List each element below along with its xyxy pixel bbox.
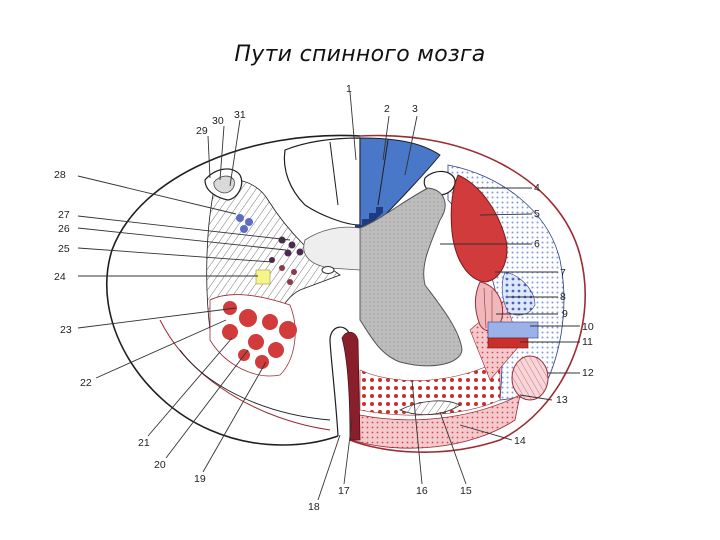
- label-6: 6: [534, 238, 540, 250]
- grey-matter-right: [359, 187, 463, 367]
- left-dorsal-tracts: [236, 214, 304, 285]
- label-29: 29: [196, 125, 208, 137]
- label-7: 7: [560, 267, 566, 279]
- label-18: 18: [308, 501, 320, 513]
- label-21: 21: [138, 437, 150, 449]
- yellow-tract: [255, 269, 271, 285]
- dorsal-spinocerebellar-tract: [450, 174, 508, 283]
- label-1: 1: [346, 83, 352, 95]
- leader-lines: [77, 91, 580, 501]
- anterior-corticospinal-tract: [341, 331, 361, 441]
- ventral-red-dotted-field: [359, 359, 501, 416]
- central-canal: [321, 266, 335, 274]
- dorsal-column-left: [283, 137, 361, 226]
- label-2: 2: [384, 103, 390, 115]
- diagram-labels: 1 2 3 4 5 6 7 8 9 10 11 12 13 14 15 16 1…: [54, 83, 594, 513]
- slide-title: Пути спинного мозга: [234, 42, 486, 67]
- label-9: 9: [562, 308, 568, 320]
- label-24: 24: [54, 271, 66, 283]
- label-13: 13: [556, 394, 568, 406]
- label-28: 28: [54, 169, 66, 181]
- label-22: 22: [80, 377, 92, 389]
- label-23: 23: [60, 324, 72, 336]
- label-14: 14: [514, 435, 526, 447]
- label-3: 3: [412, 103, 418, 115]
- label-10: 10: [582, 321, 594, 333]
- left-ventral-tracts: [209, 294, 297, 377]
- vestibulospinal-tract: [511, 355, 549, 401]
- ventral-pink-field: [351, 394, 521, 449]
- label-20: 20: [154, 459, 166, 471]
- label-4: 4: [534, 182, 540, 194]
- label-25: 25: [58, 243, 70, 255]
- label-27: 27: [58, 209, 70, 221]
- label-11: 11: [582, 336, 593, 348]
- label-31: 31: [234, 109, 246, 121]
- label-17: 17: [338, 485, 350, 497]
- label-16: 16: [416, 485, 428, 497]
- dorsal-column-right-blue: [359, 137, 441, 229]
- label-26: 26: [58, 223, 70, 235]
- label-19: 19: [194, 473, 206, 485]
- label-5: 5: [534, 208, 540, 220]
- label-12: 12: [582, 367, 594, 379]
- label-15: 15: [460, 485, 472, 497]
- label-8: 8: [560, 291, 566, 303]
- label-30: 30: [212, 115, 224, 127]
